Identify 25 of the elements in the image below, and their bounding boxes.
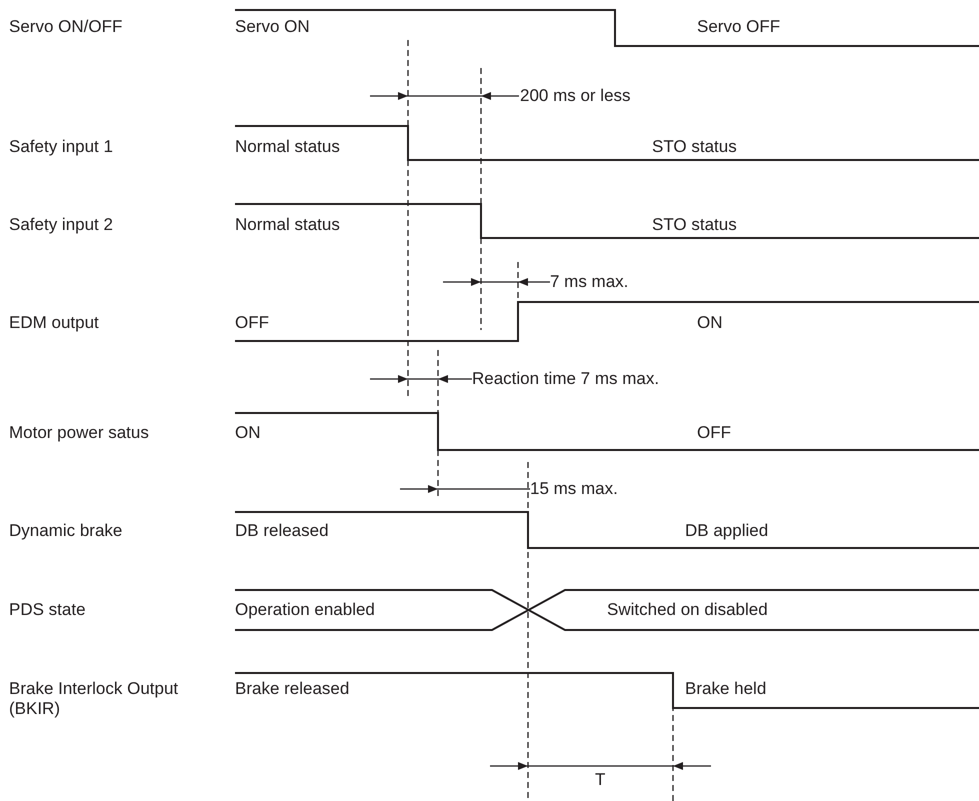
signal-name: Safety input 1 xyxy=(9,137,114,157)
state-label: Operation enabled xyxy=(235,600,375,620)
state-label: DB applied xyxy=(685,521,768,541)
state-label: OFF xyxy=(235,313,269,333)
signal-name: Dynamic brake xyxy=(9,521,124,541)
state-label: Brake held xyxy=(685,679,766,699)
state-label: DB released xyxy=(235,521,329,541)
state-label: OFF xyxy=(697,423,731,443)
state-label: Servo OFF xyxy=(697,17,780,37)
state-label: STO status xyxy=(652,215,737,235)
state-label: ON xyxy=(697,313,722,333)
signal-name: Safety input 2 xyxy=(9,215,114,235)
state-label: Normal status xyxy=(235,215,340,235)
signal-name: Brake Interlock Output (BKIR) xyxy=(9,679,180,719)
state-label: STO status xyxy=(652,137,737,157)
timing-label: T xyxy=(595,770,606,790)
state-label: Normal status xyxy=(235,137,340,157)
signal-name: Motor power satus xyxy=(9,423,150,443)
state-label: Servo ON xyxy=(235,17,310,37)
state-label: Switched on disabled xyxy=(607,600,768,620)
signal-name: EDM output xyxy=(9,313,100,333)
state-label: Brake released xyxy=(235,679,350,699)
signal-name: Servo ON/OFF xyxy=(9,17,124,37)
signal-name: PDS state xyxy=(9,600,87,620)
state-label: ON xyxy=(235,423,260,443)
